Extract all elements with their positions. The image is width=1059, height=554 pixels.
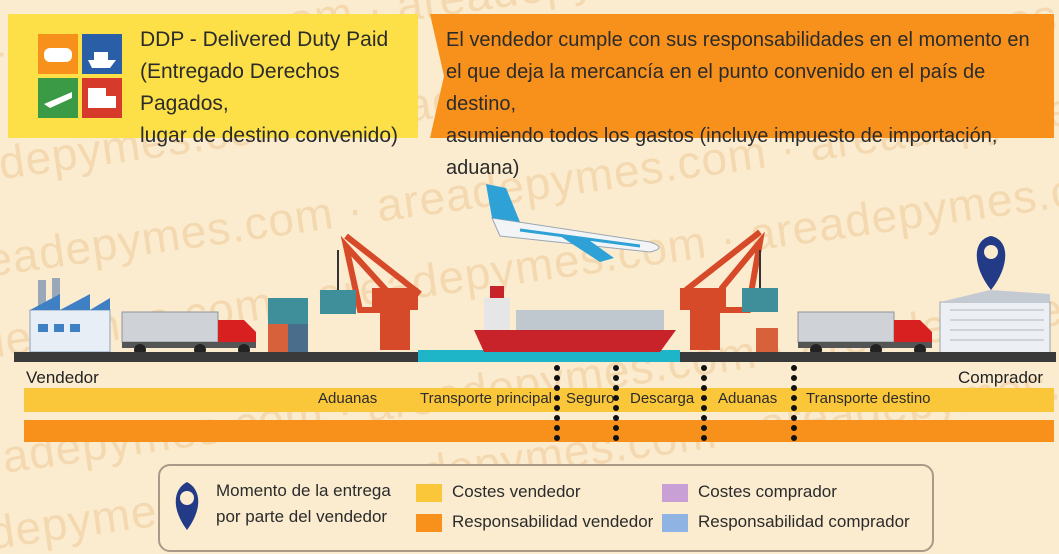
legend: Momento de la entrega por parte del vend…: [158, 464, 934, 552]
stage-dividers: [554, 365, 797, 441]
location-pin-icon: [976, 236, 1006, 290]
ship-icon: [88, 52, 116, 68]
description-line: el que deja la mercancía en el punto con…: [446, 61, 986, 115]
legend-label: Costes comprador: [698, 482, 837, 501]
stage-label: Aduanas: [718, 390, 778, 407]
stage-label: Seguro: [566, 390, 615, 407]
legend-swatch-buyer-costs: [662, 484, 688, 502]
delivery-point-line: por parte del vendedor: [216, 507, 388, 526]
truck-icon: [88, 88, 116, 108]
incoterm-title: DDP - Delivered Duty Paid (Entregado Der…: [140, 24, 420, 152]
factory-icon: [29, 278, 111, 353]
description-line: asumiendo todos los gastos (incluye impu…: [446, 125, 998, 179]
legend-label: Costes vendedor: [452, 482, 581, 501]
legend-label: Responsabilidad comprador: [698, 512, 910, 531]
seller-label: Vendedor: [26, 368, 99, 387]
header-description-panel: [430, 14, 1054, 138]
stage-label: Transporte destino: [806, 390, 931, 407]
transport-icons: [38, 34, 122, 118]
ground-right: [680, 352, 1056, 362]
title-line: DDP - Delivered Duty Paid: [140, 28, 389, 51]
description-line: El vendedor cumple con sus responsabilid…: [446, 29, 1030, 51]
logistics-illustration: [14, 184, 1056, 362]
buyer-label: Comprador: [958, 368, 1044, 387]
title-line: lugar de destino convenido): [140, 124, 399, 147]
incoterm-description: El vendedor cumple con sus responsabilid…: [446, 24, 1046, 184]
ground-left: [14, 352, 418, 362]
plane-icon: [44, 92, 72, 108]
seller-costs-band: [24, 388, 1054, 412]
title-line: (Entregado Derechos Pagados,: [140, 60, 340, 115]
location-pin-icon: [175, 482, 199, 530]
crane-icon: [680, 229, 778, 352]
legend-swatch-seller-costs: [416, 484, 442, 502]
sea: [418, 350, 680, 362]
legend-swatch-seller-responsibility: [416, 514, 442, 532]
stage-label: Transporte principal: [420, 390, 553, 407]
delivery-point-label: Momento de la entrega por parte del vend…: [216, 478, 391, 530]
crane-icon: [320, 233, 422, 350]
truck-icon: [121, 311, 256, 356]
warehouse-icon: [939, 290, 1051, 355]
stage-label: Aduanas: [318, 390, 378, 407]
plane-icon: [486, 184, 660, 262]
stage-label: Descarga: [630, 390, 695, 407]
delivery-point-line: Momento de la entrega: [216, 481, 391, 500]
ship-icon: [474, 286, 676, 352]
containers-icon: [268, 298, 308, 352]
train-icon: [44, 48, 72, 62]
truck-icon: [797, 311, 932, 356]
legend-swatch-buyer-responsibility: [662, 514, 688, 532]
legend-label: Responsabilidad vendedor: [452, 512, 654, 531]
